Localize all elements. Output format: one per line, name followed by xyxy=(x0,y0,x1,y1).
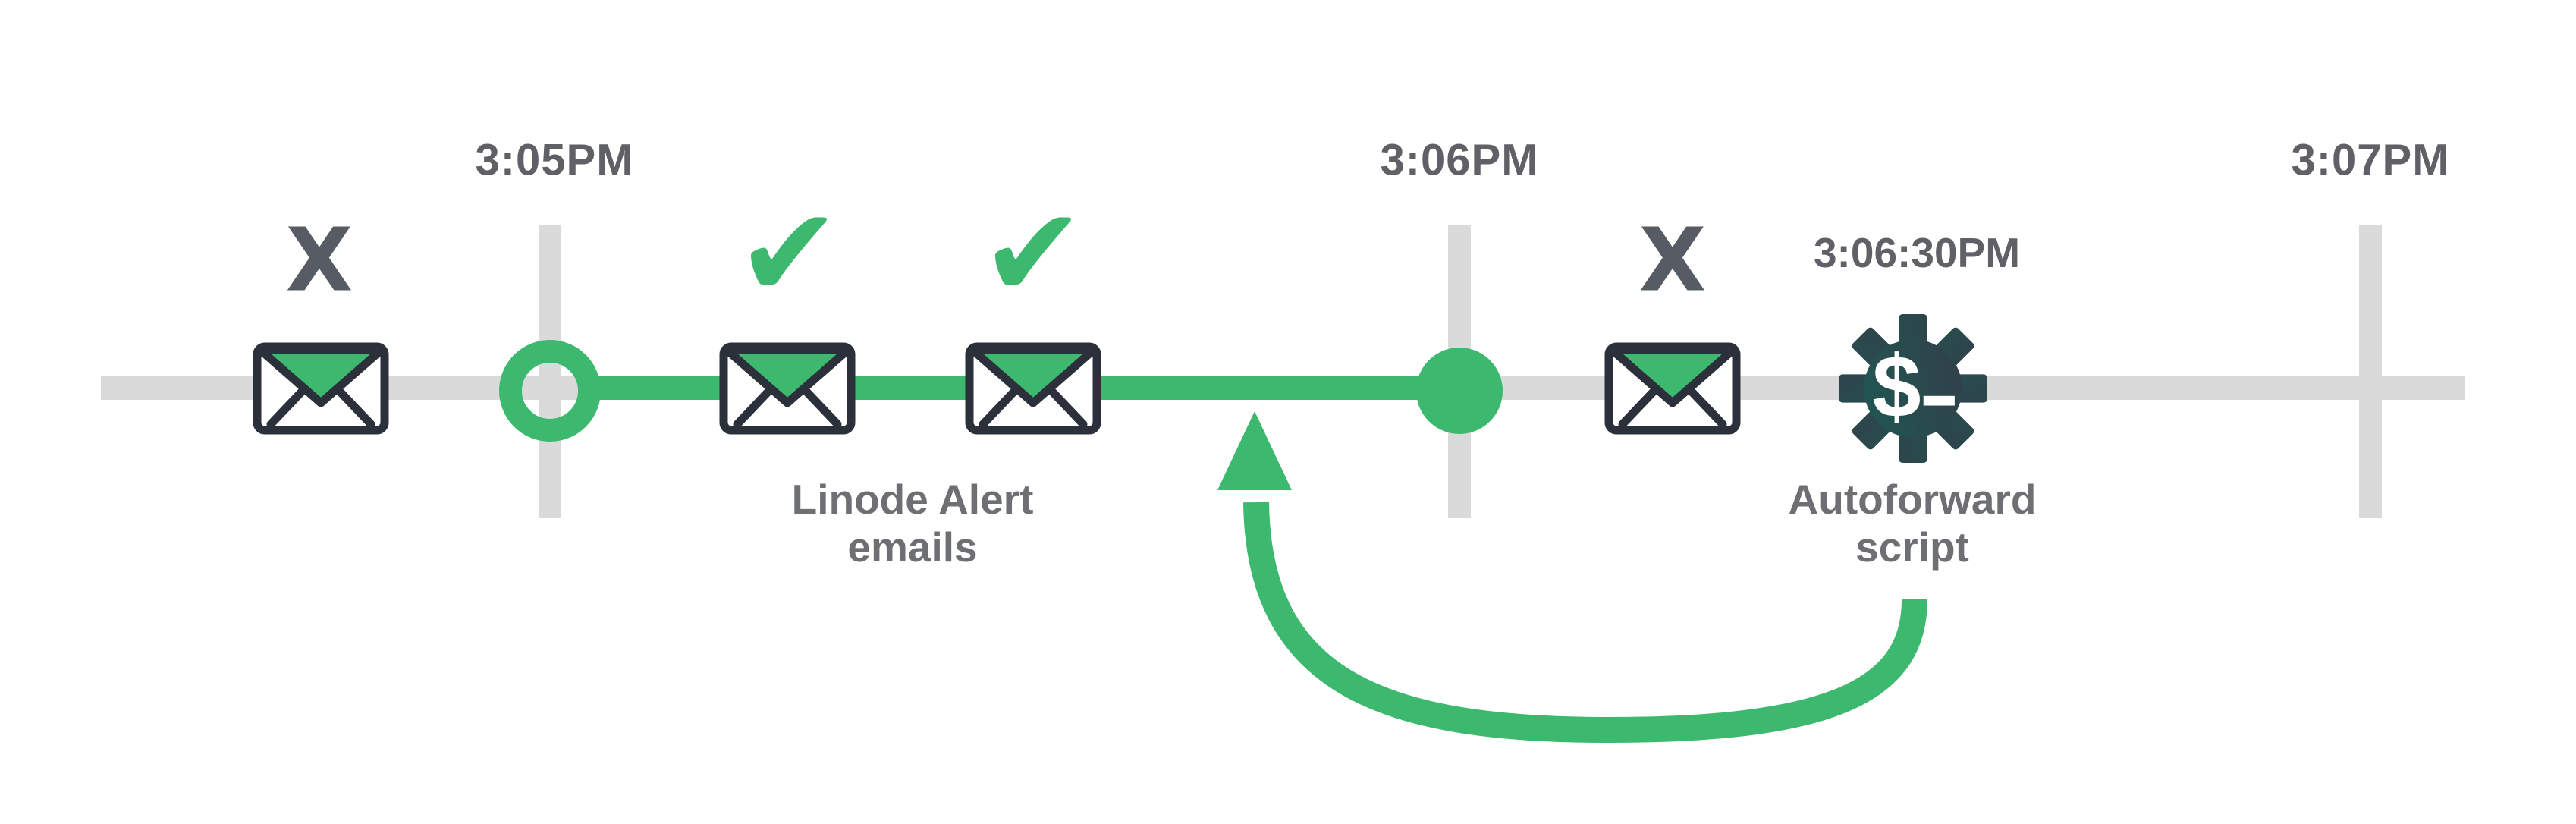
missed-x-icon: X xyxy=(285,209,353,312)
delivered-check-icon: ✔ xyxy=(980,180,1086,326)
envelope-folds xyxy=(266,388,375,429)
envelope-icon xyxy=(1604,342,1741,435)
envelope-flap xyxy=(1607,345,1738,407)
envelope-icon xyxy=(719,342,856,435)
gear-body xyxy=(1839,314,1987,463)
time-label-3-05pm: 3:05PM xyxy=(475,135,634,185)
arrow-curve xyxy=(1243,502,1927,744)
shell-prompt-underscore xyxy=(1923,395,1955,406)
envelope-folds xyxy=(1618,388,1727,429)
script-time-label: 3:06:30PM xyxy=(1813,229,2021,276)
envelope-flap xyxy=(722,345,853,407)
alert-label-line2: emails xyxy=(847,524,978,571)
envelope-flap xyxy=(256,345,386,407)
autoforward-label-line2: script xyxy=(1855,524,1969,571)
missed-x-icon: X xyxy=(1638,209,1707,312)
delivered-check-icon: ✔ xyxy=(736,180,842,326)
time-label-3-07pm: 3:07PM xyxy=(2291,135,2450,185)
linode-alert-emails-label: Linode Alert emails xyxy=(792,476,1034,571)
envelope-icon xyxy=(253,342,389,435)
envelope-folds xyxy=(979,388,1088,429)
alert-label-line1: Linode Alert xyxy=(791,476,1034,523)
shell-prompt-symbol: $ xyxy=(1872,337,1921,436)
tick-3-07pm xyxy=(2359,225,2382,518)
autoforward-script-label: Autoforward script xyxy=(1789,476,2037,571)
time-label-3-06pm: 3:06PM xyxy=(1380,135,1539,185)
arrow-head xyxy=(1217,411,1292,490)
envelope-folds xyxy=(733,388,842,429)
autoforward-label-line1: Autoforward xyxy=(1788,476,2037,523)
gear-shell-icon: $ xyxy=(1839,314,1987,463)
window-end-dot-marker xyxy=(1416,348,1503,434)
envelope-flap xyxy=(968,345,1098,407)
envelope-icon xyxy=(965,342,1101,435)
